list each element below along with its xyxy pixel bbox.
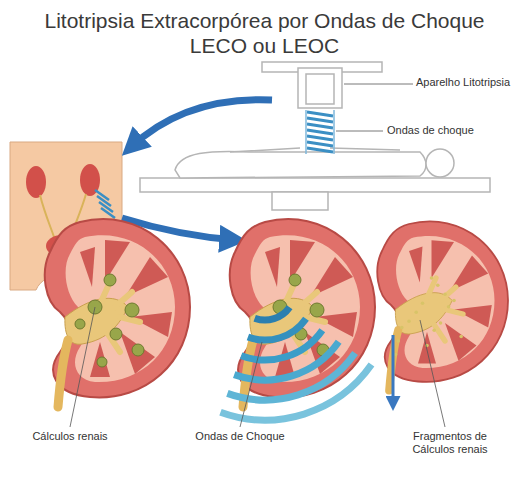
device-label: Aparelho Litotripsia [416, 76, 516, 89]
shock-waves [221, 307, 372, 420]
kidney-treated [230, 219, 375, 407]
kidney-fragments [377, 221, 508, 390]
fragments-label: Fragmentos de Cálculos renais [400, 430, 500, 456]
wave-label: Ondas de Choque [185, 430, 295, 443]
kidney-stones [45, 219, 190, 407]
wave-label: Ondas de choque [387, 124, 507, 137]
subtitle: LECO ou LEOC [2, 33, 525, 58]
stones-label: Cálculos renais [15, 430, 125, 443]
flow-arrow [392, 335, 395, 405]
flow-arrow [130, 100, 272, 148]
shock-wave-coil [306, 110, 334, 154]
title: Litotripsia Extracorpórea por Ondas de C… [2, 8, 525, 33]
